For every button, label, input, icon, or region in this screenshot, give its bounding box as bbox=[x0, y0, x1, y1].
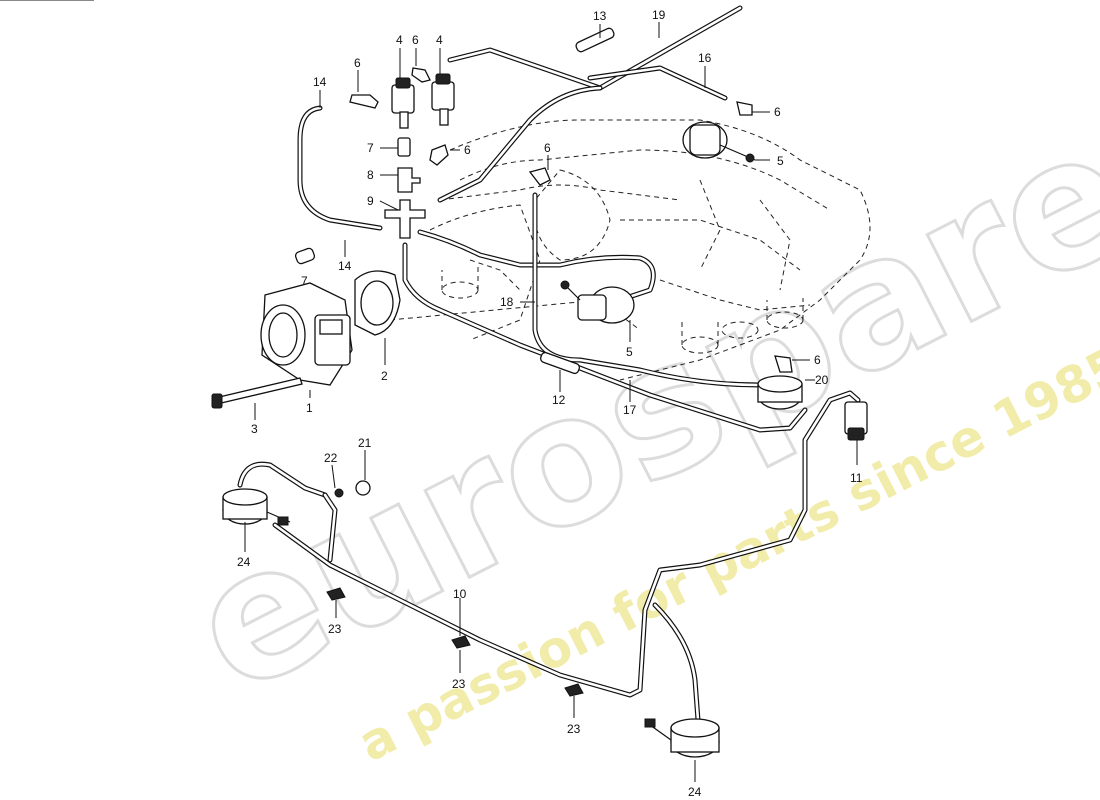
hose-clamps bbox=[334, 480, 371, 498]
callout-12: 12 bbox=[552, 393, 566, 407]
solenoid-valve-right bbox=[431, 73, 455, 126]
callout-20: 20 bbox=[815, 373, 829, 387]
callout-14-b: 14 bbox=[338, 259, 352, 273]
callout-16: 16 bbox=[698, 51, 712, 65]
callout-23-b: 23 bbox=[452, 677, 466, 691]
callout-1: 1 bbox=[306, 401, 313, 415]
callout-6-d: 6 bbox=[544, 141, 551, 155]
callout-24-a: 24 bbox=[237, 555, 251, 569]
callout-18: 18 bbox=[500, 295, 514, 309]
callout-6-a: 6 bbox=[354, 56, 361, 70]
callout-5-b: 5 bbox=[626, 345, 633, 359]
callout-7-a: 7 bbox=[367, 141, 374, 155]
callout-17: 17 bbox=[623, 403, 637, 417]
vacuum-reservoir bbox=[757, 375, 803, 410]
leader-lines bbox=[0, 0, 858, 782]
solenoid-valve-left bbox=[391, 77, 415, 129]
intake-manifold bbox=[389, 119, 871, 381]
callout-24-b: 24 bbox=[688, 785, 702, 799]
callout-11: 11 bbox=[850, 471, 863, 485]
bolt bbox=[211, 377, 303, 409]
callout-21: 21 bbox=[358, 436, 372, 450]
callout-6-b: 6 bbox=[412, 33, 419, 47]
callout-8: 8 bbox=[367, 168, 374, 182]
gasket bbox=[354, 270, 401, 336]
callout-23-a: 23 bbox=[328, 622, 342, 636]
hoses bbox=[237, 5, 861, 723]
callout-2: 2 bbox=[381, 369, 388, 383]
callout-7-b: 7 bbox=[301, 274, 308, 288]
connectors bbox=[294, 27, 615, 375]
hose-elbows bbox=[349, 67, 793, 373]
callout-22: 22 bbox=[324, 451, 338, 465]
actuator-bottom bbox=[644, 718, 720, 758]
vacuum-unit-top bbox=[682, 121, 756, 163]
callout-4-left: 4 bbox=[396, 33, 403, 47]
callout-10: 10 bbox=[453, 587, 467, 601]
vacuum-unit-middle bbox=[560, 280, 635, 324]
callout-3: 3 bbox=[251, 422, 258, 436]
callout-13: 13 bbox=[593, 9, 607, 23]
hose-clips bbox=[326, 587, 584, 697]
solenoid-valve-11 bbox=[844, 401, 868, 441]
throttle-body bbox=[260, 282, 353, 386]
callout-14-a: 14 bbox=[313, 75, 327, 89]
callouts: 1 2 3 4 4 6 6 6 6 6 6 7 7 8 9 10 11 12 1… bbox=[237, 8, 863, 799]
callout-6-c: 6 bbox=[464, 143, 471, 157]
callout-19: 19 bbox=[652, 8, 666, 22]
callout-6-e: 6 bbox=[774, 105, 781, 119]
callout-4-right: 4 bbox=[436, 33, 443, 47]
callout-5-a: 5 bbox=[777, 154, 784, 168]
actuator-left bbox=[222, 488, 291, 526]
callout-23-c: 23 bbox=[567, 722, 581, 736]
callout-6-f: 6 bbox=[814, 353, 821, 367]
callout-9: 9 bbox=[367, 194, 374, 208]
